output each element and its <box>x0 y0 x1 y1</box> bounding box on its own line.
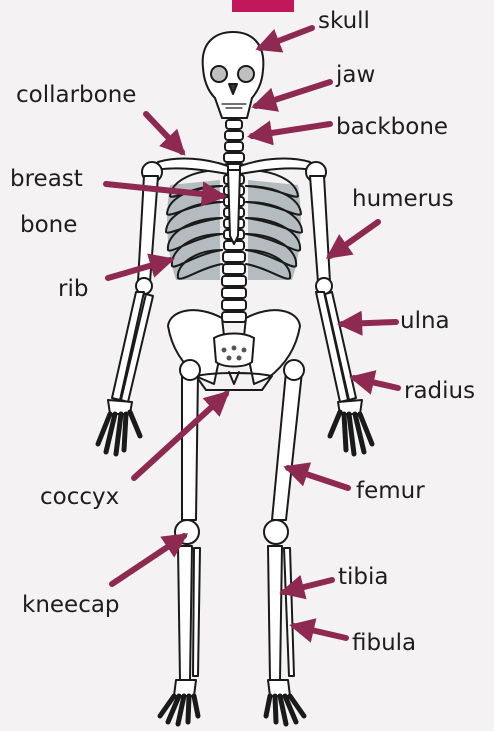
arrow-femur <box>288 468 348 488</box>
label-kneecap: kneecap <box>22 592 120 618</box>
kneecap-right <box>264 520 288 544</box>
label-humerus: humerus <box>352 186 454 212</box>
arrow-jaw <box>256 82 330 106</box>
label-coccyx: coccyx <box>40 484 119 510</box>
hand-left <box>98 400 140 454</box>
humerus-right <box>310 176 330 282</box>
label-jaw: jaw <box>336 62 375 88</box>
label-skull: skull <box>318 8 370 34</box>
forearm-left <box>112 292 153 402</box>
arrow-humerus <box>330 222 378 256</box>
label-tibia: tibia <box>338 564 389 590</box>
label-breast-bone-line2: bone <box>20 212 77 238</box>
label-femur: femur <box>356 478 425 504</box>
foot-right <box>266 680 304 724</box>
arrow-collarbone <box>146 114 182 152</box>
lower-leg-left <box>178 546 200 680</box>
arrow-coccyx <box>134 394 226 478</box>
label-ulna: ulna <box>400 308 450 334</box>
label-backbone: backbone <box>336 114 448 140</box>
lower-leg-right <box>268 546 294 680</box>
breast-bone <box>228 170 240 244</box>
arrow-skull <box>260 28 312 48</box>
femur-right <box>272 372 302 520</box>
label-breast-bone-line1: breast <box>10 166 83 192</box>
collarbone-right <box>240 159 312 174</box>
label-fibula: fibula <box>352 630 416 656</box>
label-collarbone: collarbone <box>16 82 136 108</box>
collarbone-left <box>156 159 228 174</box>
arrow-backbone <box>252 124 330 136</box>
arrow-radius <box>354 378 398 388</box>
foot-left <box>160 680 198 724</box>
forearm-right <box>316 292 356 402</box>
label-rib: rib <box>58 276 88 302</box>
arrow-kneecap <box>112 536 184 584</box>
hand-right <box>330 400 372 454</box>
arrow-ulna <box>342 322 396 324</box>
femur-left <box>182 372 198 520</box>
label-radius: radius <box>404 378 475 404</box>
arrow-fibula <box>294 626 346 638</box>
